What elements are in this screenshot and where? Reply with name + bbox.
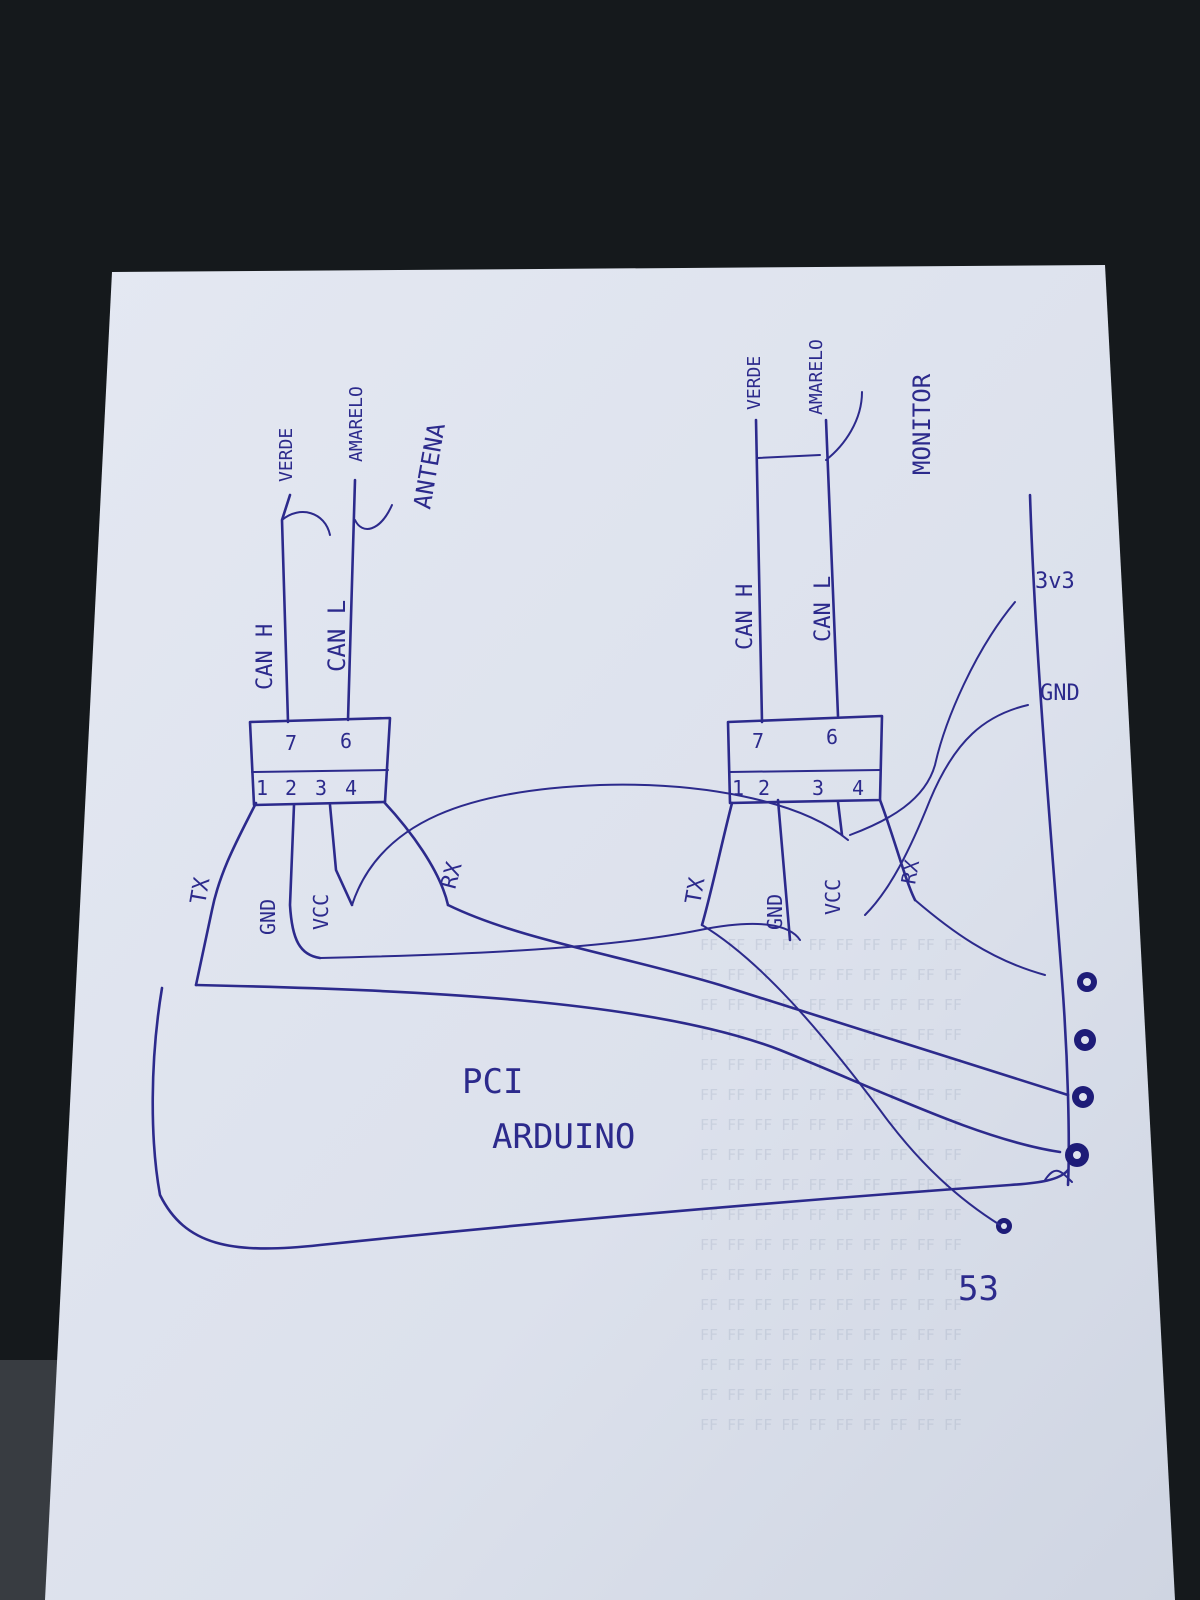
right-amarelo-label: AMARELO [806, 339, 827, 415]
svg-text:FF FF FF FF FF FF FF FF FF FF: FF FF FF FF FF FF FF FF FF FF [700, 1236, 962, 1254]
right-rx-wire [878, 798, 917, 902]
right-vcc-label: VCC [821, 879, 845, 915]
left-rx-wire [382, 800, 450, 907]
arduino-pin-gnd: GND [1040, 681, 1080, 706]
right-pin-7: 7 [752, 729, 764, 753]
paper-sheet [45, 265, 1175, 1600]
left-amarelo-label: AMARELO [346, 386, 367, 462]
svg-text:FF FF FF FF FF FF FF FF FF FF: FF FF FF FF FF FF FF FF FF FF [700, 936, 962, 954]
left-gnd-label: GND [256, 899, 280, 935]
left-vcc-wire [328, 803, 354, 907]
svg-text:FF FF FF FF FF FF FF FF FF FF: FF FF FF FF FF FF FF FF FF FF [700, 1026, 962, 1044]
left-tx-wire [194, 801, 258, 987]
left-pin-2: 2 [285, 776, 297, 800]
bleed-through-text: FF FF FF FF FF FF FF FF FF FF FF FF FF F… [700, 936, 962, 1434]
arduino-header-pins [996, 972, 1097, 1234]
right-canh-label: CAN H [733, 584, 758, 650]
left-pin-7: 7 [285, 731, 297, 755]
right-pin-6: 6 [826, 725, 838, 749]
svg-text:FF FF FF FF FF FF FF FF FF FF: FF FF FF FF FF FF FF FF FF FF [700, 1296, 962, 1314]
right-pin-3: 3 [812, 776, 824, 800]
right-canl-wire [824, 418, 840, 718]
svg-text:FF FF FF FF FF FF FF FF FF FF: FF FF FF FF FF FF FF FF FF FF [700, 1176, 962, 1194]
svg-text:FF FF FF FF FF FF FF FF FF FF: FF FF FF FF FF FF FF FF FF FF [700, 1386, 962, 1404]
right-pin-2: 2 [758, 776, 770, 800]
svg-text:FF FF FF FF FF FF FF FF FF FF: FF FF FF FF FF FF FF FF FF FF [700, 1356, 962, 1374]
left-canh-label: CAN H [253, 624, 278, 690]
left-vcc-label: VCC [309, 894, 333, 930]
right-canl-label: CAN L [811, 576, 836, 642]
interconnect-wires [151, 601, 1073, 1250]
right-can-module: 7 6 1 2 3 4 CAN H CAN L VERDE AMARELO MO… [681, 339, 936, 942]
svg-text:FF FF FF FF FF FF FF FF FF FF: FF FF FF FF FF FF FF FF FF FF [700, 1206, 962, 1224]
arduino-subtitle: ARDUINO [492, 1117, 635, 1157]
right-monitor-label: MONITOR [908, 373, 936, 475]
left-tx-label: TX [186, 875, 215, 906]
left-verde-label: VERDE [276, 428, 297, 482]
left-pin-4: 4 [345, 776, 357, 800]
left-pin-1: 1 [256, 776, 268, 800]
svg-text:FF FF FF FF FF FF FF FF FF FF: FF FF FF FF FF FF FF FF FF FF [700, 1086, 962, 1104]
svg-text:FF FF FF FF FF FF FF FF FF FF: FF FF FF FF FF FF FF FF FF FF [700, 1416, 962, 1434]
right-tx-wire [700, 801, 734, 927]
left-pin-6: 6 [340, 729, 352, 753]
left-gnd-wire [288, 803, 322, 960]
left-canl-wire [346, 478, 357, 722]
right-verde-label: VERDE [744, 356, 765, 410]
svg-text:FF FF FF FF FF FF FF FF FF FF: FF FF FF FF FF FF FF FF FF FF [700, 1146, 962, 1164]
right-canh-wire [754, 418, 764, 724]
svg-text:FF FF FF FF FF FF FF FF FF FF: FF FF FF FF FF FF FF FF FF FF [700, 966, 962, 984]
right-tx-label: TX [681, 875, 710, 906]
right-rx-label: RX [896, 858, 924, 886]
arduino-pin-3v3: 3v3 [1035, 569, 1075, 594]
left-canl-label: CAN L [323, 600, 351, 672]
arduino-edge-line [1028, 493, 1071, 1187]
svg-text:FF FF FF FF FF FF FF FF FF FF: FF FF FF FF FF FF FF FF FF FF [700, 1326, 962, 1344]
svg-text:FF FF FF FF FF FF FF FF FF FF: FF FF FF FF FF FF FF FF FF FF [700, 1116, 962, 1134]
left-pin-3: 3 [315, 776, 327, 800]
arduino-pin-53: 53 [958, 1269, 999, 1309]
svg-text:FF FF FF FF FF FF FF FF FF FF: FF FF FF FF FF FF FF FF FF FF [700, 1056, 962, 1074]
arduino-title: PCI [462, 1062, 523, 1102]
arduino-board: 3v3 GND PCI ARDUINO 53 [462, 493, 1097, 1309]
right-vcc-wire [836, 800, 844, 837]
right-gnd-wire [776, 798, 792, 942]
svg-text:FF FF FF FF FF FF FF FF FF FF: FF FF FF FF FF FF FF FF FF FF [700, 996, 962, 1014]
right-pin-4: 4 [852, 776, 864, 800]
svg-text:FF FF FF FF FF FF FF FF FF FF: FF FF FF FF FF FF FF FF FF FF [700, 1266, 962, 1284]
